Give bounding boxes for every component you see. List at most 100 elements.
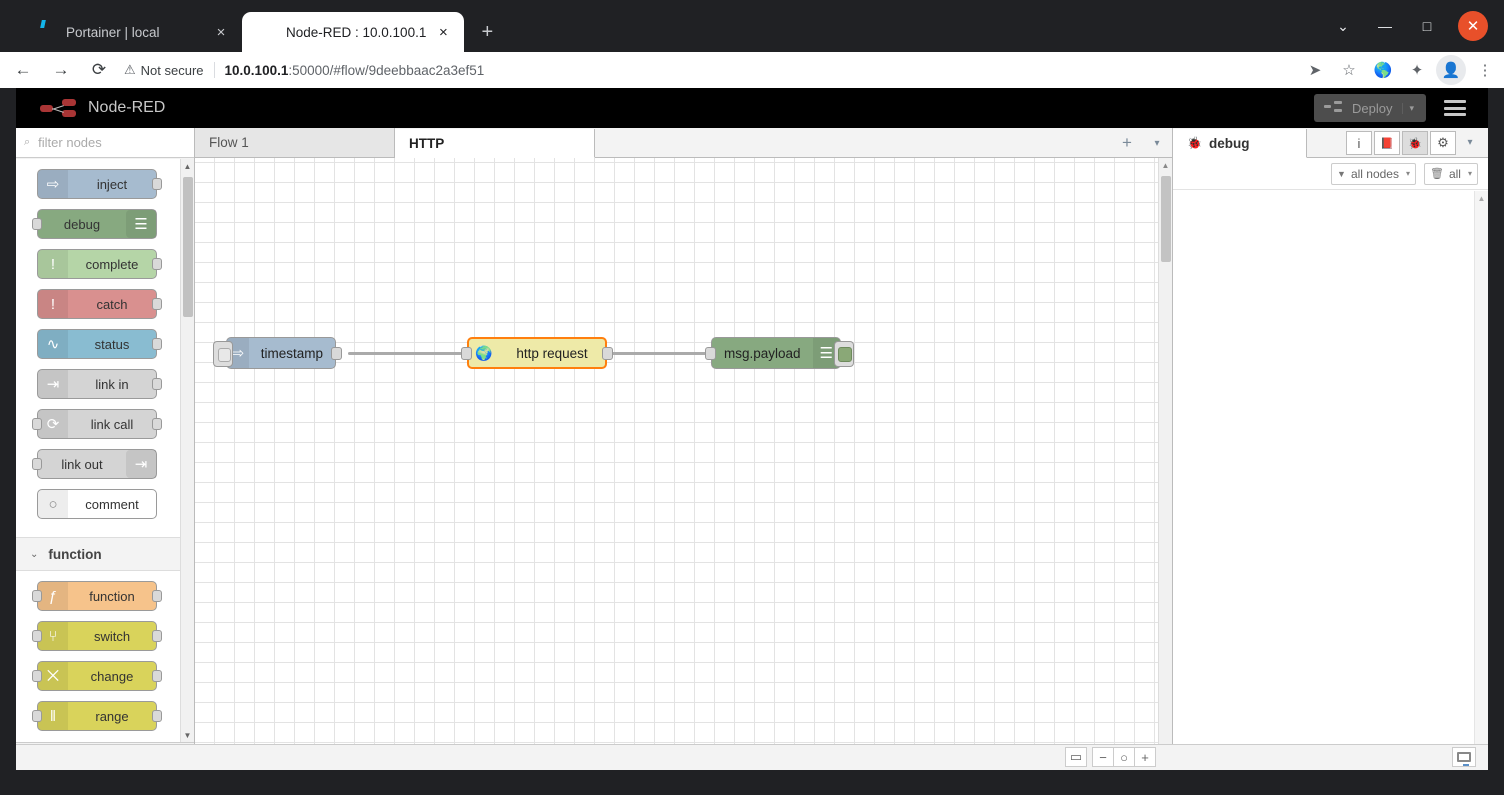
chevron-down-icon[interactable]: ⌄: [1337, 17, 1349, 34]
wire-http-to-debug[interactable]: [609, 352, 710, 355]
help-book-tab-icon[interactable]: 📕: [1374, 131, 1400, 155]
output-port[interactable]: [152, 630, 162, 642]
output-port[interactable]: [152, 670, 162, 682]
output-port[interactable]: [152, 418, 162, 430]
input-port[interactable]: [32, 630, 42, 642]
sidebar-tab-debug[interactable]: 🐞 debug: [1173, 129, 1307, 158]
debug-message-list[interactable]: [1173, 191, 1474, 770]
browser-tab-portainer[interactable]: Portainer | local ×: [22, 12, 242, 52]
scrollbar-thumb[interactable]: [1161, 176, 1171, 262]
node-filter-select[interactable]: ▼ all nodes ▾: [1331, 162, 1416, 185]
palette-search[interactable]: ⌕: [16, 128, 194, 158]
share-icon[interactable]: ➤: [1308, 62, 1322, 79]
palette-scrollbar[interactable]: ▲ ▼: [180, 159, 194, 742]
output-port[interactable]: [152, 710, 162, 722]
output-port[interactable]: [152, 338, 162, 350]
palette-node-label: link call: [90, 416, 134, 432]
palette-node-function[interactable]: ƒ function: [32, 581, 162, 611]
flow-node-http-request[interactable]: 🌍 http request: [461, 337, 613, 369]
close-icon[interactable]: ×: [438, 23, 448, 41]
add-flow-button[interactable]: +: [1122, 133, 1132, 152]
input-port[interactable]: [705, 347, 716, 360]
flow-tab-flow-1[interactable]: Flow 1: [195, 128, 395, 157]
deploy-button[interactable]: Deploy ▾: [1314, 94, 1426, 122]
browser-titlebar: Portainer | local × Node-RED : 10.0.100.…: [0, 0, 1504, 52]
zoom-in-button[interactable]: +: [1134, 747, 1156, 767]
chrome-menu-icon[interactable]: ⋮: [1477, 62, 1493, 79]
maximize-icon[interactable]: □: [1422, 18, 1432, 34]
scroll-up-icon[interactable]: ▲: [1477, 193, 1486, 203]
close-window-icon[interactable]: ✕: [1458, 11, 1488, 41]
zoom-reset-button[interactable]: ○: [1113, 747, 1135, 767]
output-port[interactable]: [331, 347, 342, 360]
palette-node-catch[interactable]: ! catch: [37, 289, 162, 319]
minimize-icon[interactable]: —: [1378, 18, 1392, 34]
wire-inject-to-http[interactable]: [348, 352, 466, 355]
nodered-logo[interactable]: Node-RED: [40, 99, 165, 117]
input-port[interactable]: [32, 218, 42, 230]
flow-tab-http[interactable]: HTTP: [395, 129, 595, 158]
chevron-down-icon[interactable]: ▾: [1402, 102, 1422, 114]
filter-nodes-input[interactable]: [36, 134, 167, 151]
new-tab-button[interactable]: +: [481, 20, 494, 43]
palette-node-comment[interactable]: ○ comment: [37, 489, 157, 519]
sidebar-scrollbar[interactable]: ▲ ▼: [1474, 191, 1488, 770]
palette-node-inject[interactable]: ⇨ inject: [37, 169, 162, 199]
flow-node-inject[interactable]: ⇨ timestamp: [213, 337, 342, 369]
flow-node-debug[interactable]: msg.payload ☰: [705, 337, 854, 369]
address-bar[interactable]: ⚠ Not secure 10.0.100.1 :50000/#flow/9de…: [124, 56, 1292, 84]
output-port[interactable]: [152, 378, 162, 390]
input-port[interactable]: [32, 590, 42, 602]
navigator-map-button[interactable]: ▭: [1065, 747, 1087, 767]
palette-node-range[interactable]: ‖ range: [32, 701, 162, 731]
nodered-icon: [258, 23, 276, 41]
bookmark-star-icon[interactable]: ☆: [1342, 62, 1356, 79]
debug-toggle-button[interactable]: [834, 341, 854, 367]
output-port[interactable]: [602, 347, 613, 360]
palette-node-link-call[interactable]: ⟳ link call: [32, 409, 162, 439]
change-icon: ⨉: [38, 662, 68, 690]
close-icon[interactable]: ×: [216, 23, 226, 41]
forward-icon[interactable]: →: [52, 60, 70, 79]
palette-category-function[interactable]: ⌄ function: [16, 537, 194, 571]
palette-node-link-out[interactable]: link out ⇥: [32, 449, 157, 479]
output-port[interactable]: [152, 590, 162, 602]
toggle-sidebar-button[interactable]: [1452, 747, 1476, 767]
debug-tab-icon[interactable]: 🐞: [1402, 131, 1428, 155]
input-port[interactable]: [32, 418, 42, 430]
config-gear-tab-icon[interactable]: ⚙: [1430, 131, 1456, 155]
zoom-out-button[interactable]: −: [1092, 747, 1114, 767]
palette-node-status[interactable]: ∿ status: [37, 329, 162, 359]
palette-node-switch[interactable]: ⑂ switch: [32, 621, 162, 651]
flow-menu-caret-icon[interactable]: ▾: [1154, 137, 1160, 149]
scroll-down-icon[interactable]: ▼: [183, 730, 192, 740]
main-menu-icon[interactable]: [1444, 100, 1466, 116]
palette-node-list[interactable]: ⇨ inject debug ☰ ! complete: [16, 159, 194, 742]
extensions-puzzle-icon[interactable]: ✦: [1410, 62, 1424, 79]
output-port[interactable]: [152, 298, 162, 310]
information-tab-icon[interactable]: i: [1346, 131, 1372, 155]
palette-node-change[interactable]: ⨉ change: [32, 661, 162, 691]
sidebar-menu-caret-icon[interactable]: ▾: [1467, 136, 1473, 148]
inject-trigger-button[interactable]: [213, 341, 233, 367]
palette-node-debug[interactable]: debug ☰: [32, 209, 157, 239]
input-port[interactable]: [32, 710, 42, 722]
globe-extension-icon[interactable]: 🌎: [1373, 62, 1393, 79]
scrollbar-thumb[interactable]: [183, 177, 193, 317]
palette-node-link-in[interactable]: ⇥ link in: [37, 369, 162, 399]
profile-avatar-icon[interactable]: 👤: [1436, 55, 1466, 85]
reload-icon[interactable]: ⟳: [91, 60, 107, 79]
output-port[interactable]: [152, 178, 162, 190]
clear-messages-select[interactable]: 🗑 all ▾: [1424, 162, 1478, 185]
back-icon[interactable]: ←: [14, 60, 32, 79]
input-port[interactable]: [32, 670, 42, 682]
flow-canvas[interactable]: ⇨ timestamp 🌍 http request: [195, 158, 1158, 756]
scroll-up-icon[interactable]: ▲: [1161, 160, 1170, 170]
input-port[interactable]: [461, 347, 472, 360]
canvas-vertical-scrollbar[interactable]: ▲ ▼: [1158, 158, 1172, 756]
output-port[interactable]: [152, 258, 162, 270]
palette-node-complete[interactable]: ! complete: [37, 249, 162, 279]
browser-tab-nodered[interactable]: Node-RED : 10.0.100.1 ×: [242, 12, 465, 52]
scroll-up-icon[interactable]: ▲: [183, 161, 192, 171]
input-port[interactable]: [32, 458, 42, 470]
